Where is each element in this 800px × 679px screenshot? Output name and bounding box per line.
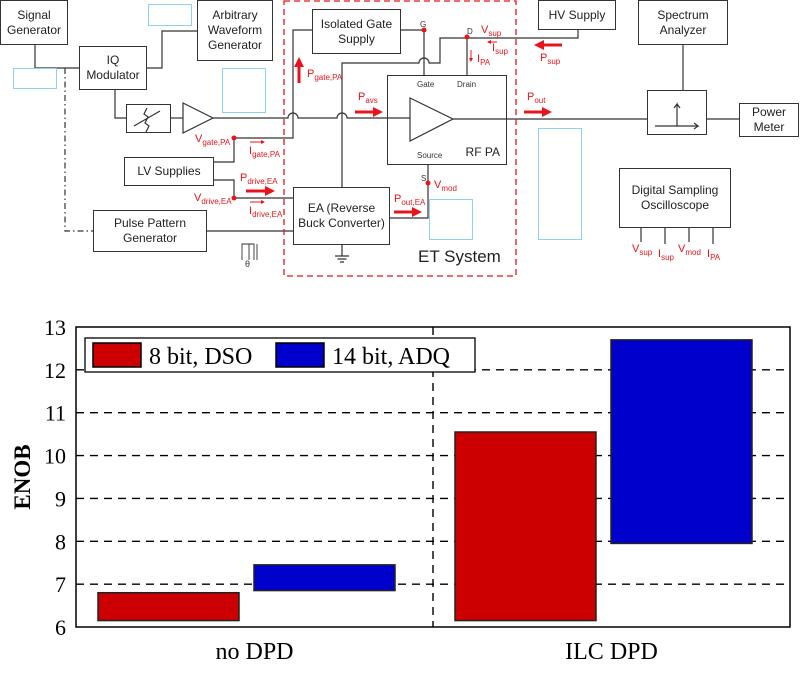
iq-modulator-block: IQ Modulator xyxy=(79,46,147,90)
p-out-label: Pout xyxy=(527,91,546,105)
enob-chart: 6 7 8 9 10 11 12 13 no DPD ILC DPD ENOB 8 bit, D… xyxy=(10,315,791,665)
pulsed-input-thumbnail xyxy=(222,68,266,113)
x-tick-label: no DPD xyxy=(215,639,293,665)
awg-block: Arbitrary Waveform Generator xyxy=(197,0,273,61)
theta-label: θ xyxy=(245,259,251,269)
bars xyxy=(97,339,753,622)
driver-amplifier-icon xyxy=(182,102,215,134)
dso-block: Digital Sampling Oscilloscope xyxy=(619,168,731,228)
dso-probe-wires xyxy=(640,228,714,244)
wire-iq-awg xyxy=(147,30,197,69)
p-sup-label: Psup xyxy=(540,52,561,66)
bar-adq-1 xyxy=(610,339,753,545)
v-drive-ea-label: Vdrive,EA xyxy=(194,192,232,206)
y-tick-label: 11 xyxy=(45,401,66,426)
y-tick-label: 13 xyxy=(44,315,66,340)
node-s-label: S xyxy=(421,174,427,183)
pa-triangle-icon xyxy=(409,97,455,142)
y-tick-label: 7 xyxy=(55,572,66,597)
i-gate-pa-label: Igate,PA xyxy=(249,145,280,159)
legend: 8 bit, DSO 14 bit, ADQ xyxy=(84,337,476,373)
y-axis-label: ENOB xyxy=(10,444,35,509)
i-sup-label: Isup xyxy=(492,42,508,56)
et-system-boundary xyxy=(283,0,517,277)
wire-trigger-dashdot xyxy=(64,68,93,232)
pulse-pattern-generator-block: Pulse Pattern Generator xyxy=(93,210,207,252)
plot-frame xyxy=(75,326,791,628)
i-pa-label: IPA xyxy=(477,53,491,67)
bar-dso-1 xyxy=(454,431,597,622)
dso-probe-isup: Isup xyxy=(658,248,674,262)
wire-rf-input xyxy=(213,112,410,119)
p-out-ea-label: Pout,EA xyxy=(394,193,426,207)
rf-signal-thumbnail xyxy=(13,68,57,89)
coupler-arrows-icon xyxy=(655,102,700,130)
wire-siggen-iq xyxy=(34,45,79,69)
dso-probe-vsup: Vsup xyxy=(632,243,653,257)
node-g-label: G xyxy=(420,20,427,29)
rf-pa-label: RF PA xyxy=(465,145,500,159)
legend-swatch xyxy=(92,342,142,368)
et-system-label: ET System xyxy=(418,247,501,266)
node-d-label: D xyxy=(467,27,473,36)
diagram-wiring xyxy=(16,0,739,277)
rf-output-thumbnail xyxy=(538,128,582,240)
rf-pa-block: RF PA xyxy=(387,75,507,165)
power-meter-block: Power Meter xyxy=(739,103,799,137)
wire-iq-attenuator xyxy=(114,90,126,119)
attenuator-block xyxy=(126,104,171,133)
wire-gate-pin xyxy=(401,29,425,75)
wire-gate-supply xyxy=(234,29,312,139)
isolated-gate-supply-block: Isolated Gate Supply xyxy=(312,9,401,54)
i-drive-ea-label: Idrive,EA xyxy=(249,205,283,219)
vmod-thumbnail xyxy=(429,199,473,240)
p-avs-label: Pavs xyxy=(358,91,378,105)
power-arrows xyxy=(246,40,562,217)
legend-label: 8 bit, DSO xyxy=(149,344,252,370)
v-mod-label: Vmod xyxy=(434,179,457,193)
legend-label: 14 bit, ADQ xyxy=(332,344,450,370)
y-tick-label: 6 xyxy=(55,615,66,640)
p-drive-ea-label: Pdrive,EA xyxy=(240,172,278,186)
bar-adq-0 xyxy=(253,564,396,592)
gate-pin-label: Gate xyxy=(417,80,435,89)
variable-attenuator-icon xyxy=(133,107,161,133)
source-pin-label: Source xyxy=(417,151,443,160)
wire-lv-gate xyxy=(214,138,235,163)
y-tick-label: 10 xyxy=(44,444,66,469)
bar-dso-0 xyxy=(97,591,240,622)
ea-block: EA (Reverse Buck Converter) xyxy=(293,187,390,245)
p-gate-pa-label: Pgate,PA xyxy=(307,68,343,82)
drain-pin-label: Drain xyxy=(457,80,477,89)
wire-source-ea xyxy=(390,165,429,219)
legend-swatch xyxy=(275,342,325,368)
pulse-theta-icon xyxy=(241,243,258,260)
ground-icon xyxy=(335,245,349,263)
v-gate-pa-label: Vgate,PA xyxy=(195,133,231,147)
dso-probe-ipa: IPA xyxy=(707,248,721,262)
hv-supply-block: HV Supply xyxy=(538,0,616,30)
spectrum-analyzer-block: Spectrum Analyzer xyxy=(638,0,728,45)
y-tick-label: 12 xyxy=(44,358,66,383)
v-sup-label: Vsup xyxy=(481,24,502,38)
dso-probe-vmod: Vmod xyxy=(678,243,701,257)
signal-dots xyxy=(231,27,470,201)
lv-supplies-block: LV Supplies xyxy=(124,157,214,186)
y-tick-labels: 6 7 8 9 10 11 12 13 xyxy=(44,315,66,640)
x-tick-labels: no DPD ILC DPD xyxy=(215,639,657,665)
x-tick-label: ILC DPD xyxy=(565,639,658,665)
signal-generator-block: Signal Generator xyxy=(0,0,68,45)
y-tick-label: 9 xyxy=(55,486,66,511)
wire-hv-supply xyxy=(341,30,579,187)
directional-coupler-block xyxy=(647,90,707,135)
wire-lv-drive xyxy=(214,179,293,199)
awg-waveform-thumbnail xyxy=(148,4,192,26)
y-tick-label: 8 xyxy=(55,529,66,554)
